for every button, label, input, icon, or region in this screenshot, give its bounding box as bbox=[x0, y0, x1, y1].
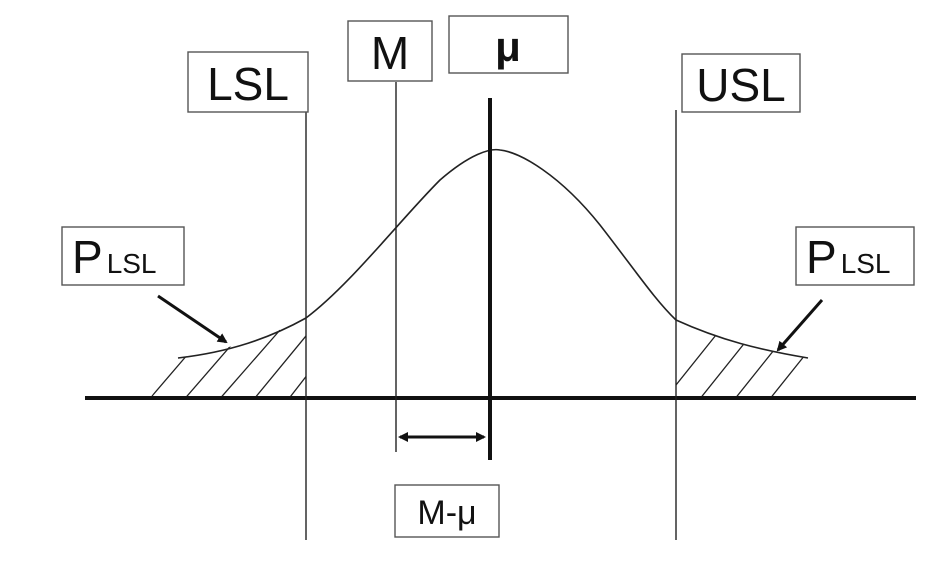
p-right-sub: LSL bbox=[841, 248, 891, 279]
p-right-arrow bbox=[776, 299, 824, 352]
p-left-arrow bbox=[157, 294, 228, 344]
m-minus-mu-label-box: M-μ bbox=[394, 484, 500, 538]
m-minus-mu-label: M-μ bbox=[417, 494, 476, 532]
usl-label: USL bbox=[696, 59, 785, 111]
right-tail-hatch bbox=[676, 329, 808, 398]
m-label: M bbox=[371, 27, 409, 79]
mu-label-box: μ bbox=[448, 15, 569, 74]
lsl-label-box: LSL bbox=[187, 51, 309, 113]
p-right-main: P bbox=[806, 231, 837, 283]
p-left-sub: LSL bbox=[107, 248, 157, 279]
m-label-box: M bbox=[347, 20, 433, 82]
mu-label: μ bbox=[495, 23, 521, 70]
distribution-curve bbox=[177, 148, 809, 359]
p-left-main: P bbox=[72, 231, 103, 283]
usl-label-box: USL bbox=[681, 53, 801, 113]
lsl-label: LSL bbox=[207, 58, 289, 110]
